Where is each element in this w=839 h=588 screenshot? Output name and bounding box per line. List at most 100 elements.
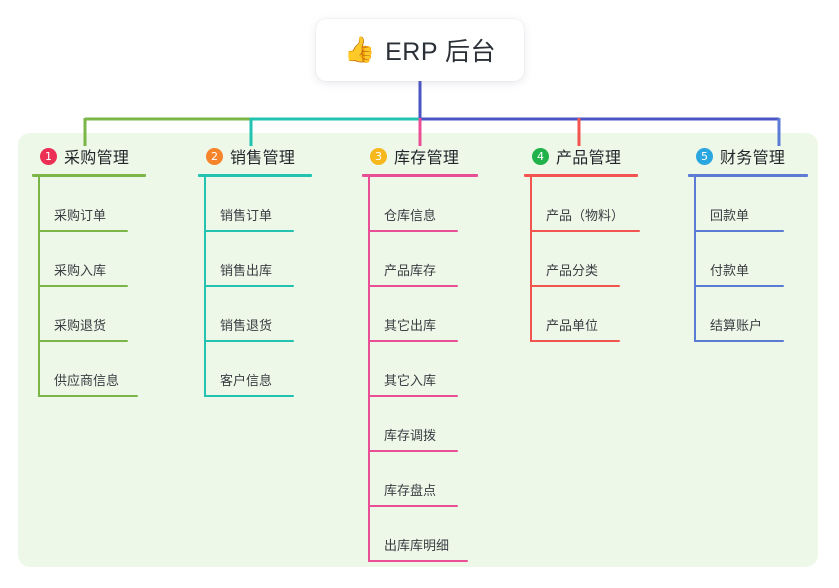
branch-spine-3 [368,177,370,562]
branch-4-item-3[interactable]: 产品单位 [524,287,674,342]
branch-3-item-2[interactable]: 产品库存 [362,232,512,287]
item-label: 产品分类 [546,263,599,278]
branch-badge-4: 4 [532,147,549,165]
branch-badge-2: 2 [206,147,223,165]
item-label: 销售订单 [220,208,273,223]
branch-rule-5 [688,174,808,177]
branch-3-item-5[interactable]: 库存调拨 [362,397,512,452]
item-label: 其它入库 [384,373,437,388]
branch-1-item-2[interactable]: 采购入库 [32,232,182,287]
item-rule [38,395,138,397]
branch-column-4: 4 产品管理 产品（物料） 产品分类产品单位 [524,143,674,342]
item-label: 采购退货 [54,318,107,333]
branch-badge-5: 5 [696,147,713,165]
branch-header-2[interactable]: 2 销售管理 [198,143,348,169]
branch-1-item-3[interactable]: 采购退货 [32,287,182,342]
branch-column-3: 3 库存管理 仓库信息产品库存其它出库其它入库库存调拨库存盘点出库库明细 [362,143,512,562]
branch-rule-4 [524,174,638,177]
item-label: 销售出库 [220,263,273,278]
item-label: 采购订单 [54,208,107,223]
branch-2-item-1[interactable]: 销售订单 [198,177,348,232]
branch-items-1: 采购订单采购入库采购退货供应商信息 [32,177,182,397]
branch-title-1: 采购管理 [64,150,130,167]
item-rule [694,285,784,287]
branches-backdrop [18,133,818,567]
item-label: 其它出库 [384,318,437,333]
item-label: 付款单 [710,263,750,278]
item-label: 产品库存 [384,263,437,278]
item-label: 产品单位 [546,318,599,333]
branch-rule-3 [362,174,478,177]
item-rule [368,230,458,232]
branch-title-4: 产品管理 [556,150,622,167]
item-rule [368,560,468,562]
item-rule [530,230,640,232]
branch-5-item-3[interactable]: 结算账户 [688,287,838,342]
branch-title-2: 销售管理 [230,150,296,167]
item-label: 库存盘点 [384,483,437,498]
item-rule [204,340,294,342]
branch-3-item-4[interactable]: 其它入库 [362,342,512,397]
item-rule [694,340,784,342]
branch-3-item-7[interactable]: 出库库明细 [362,507,512,562]
branch-5-item-1[interactable]: 回款单 [688,177,838,232]
item-label: 供应商信息 [54,373,120,388]
branch-4-item-2[interactable]: 产品分类 [524,232,674,287]
branch-rule-2 [198,174,312,177]
item-label: 仓库信息 [384,208,437,223]
item-rule [204,395,294,397]
item-rule [530,340,620,342]
item-rule [530,285,620,287]
branch-badge-3: 3 [370,147,387,165]
item-rule [368,395,458,397]
branch-spine-1 [38,177,40,397]
item-rule [368,505,458,507]
root-node[interactable]: 👍 ERP 后台 [316,19,524,81]
branch-rule-1 [32,174,146,177]
branch-spine-4 [530,177,532,342]
branch-3-item-3[interactable]: 其它出库 [362,287,512,342]
branch-2-item-4[interactable]: 客户信息 [198,342,348,397]
branch-items-4: 产品（物料） 产品分类产品单位 [524,177,674,342]
branch-header-5[interactable]: 5 财务管理 [688,143,838,169]
branch-badge-1: 1 [40,147,57,165]
branch-2-item-2[interactable]: 销售出库 [198,232,348,287]
branch-2-item-3[interactable]: 销售退货 [198,287,348,342]
item-rule [368,285,458,287]
branch-4-item-1[interactable]: 产品（物料） [524,177,674,232]
item-label: 结算账户 [710,318,763,333]
item-label: 出库库明细 [384,538,450,553]
item-rule [204,285,294,287]
item-rule [38,230,128,232]
branch-column-1: 1 采购管理 采购订单采购入库采购退货供应商信息 [32,143,182,397]
branch-items-5: 回款单付款单结算账户 [688,177,838,342]
branch-1-item-1[interactable]: 采购订单 [32,177,182,232]
branch-title-3: 库存管理 [394,150,460,167]
branch-items-2: 销售订单销售出库销售退货客户信息 [198,177,348,397]
branch-header-4[interactable]: 4 产品管理 [524,143,674,169]
item-rule [38,285,128,287]
item-label: 回款单 [710,208,750,223]
item-label: 销售退货 [220,318,273,333]
branch-spine-2 [204,177,206,397]
branch-1-item-4[interactable]: 供应商信息 [32,342,182,397]
branch-header-1[interactable]: 1 采购管理 [32,143,182,169]
branch-3-item-6[interactable]: 库存盘点 [362,452,512,507]
item-rule [204,230,294,232]
branch-spine-5 [694,177,696,342]
thumbs-up-icon: 👍 [343,35,376,64]
branch-items-3: 仓库信息产品库存其它出库其它入库库存调拨库存盘点出库库明细 [362,177,512,562]
item-label: 客户信息 [220,373,273,388]
item-label: 产品（物料） [546,208,625,223]
branch-5-item-2[interactable]: 付款单 [688,232,838,287]
item-rule [368,450,458,452]
item-rule [368,340,458,342]
root-title: ERP 后台 [385,38,497,66]
branch-header-3[interactable]: 3 库存管理 [362,143,512,169]
item-rule [694,230,784,232]
branch-column-2: 2 销售管理 销售订单销售出库销售退货客户信息 [198,143,348,397]
item-rule [38,340,128,342]
branch-3-item-1[interactable]: 仓库信息 [362,177,512,232]
branch-title-5: 财务管理 [720,150,786,167]
